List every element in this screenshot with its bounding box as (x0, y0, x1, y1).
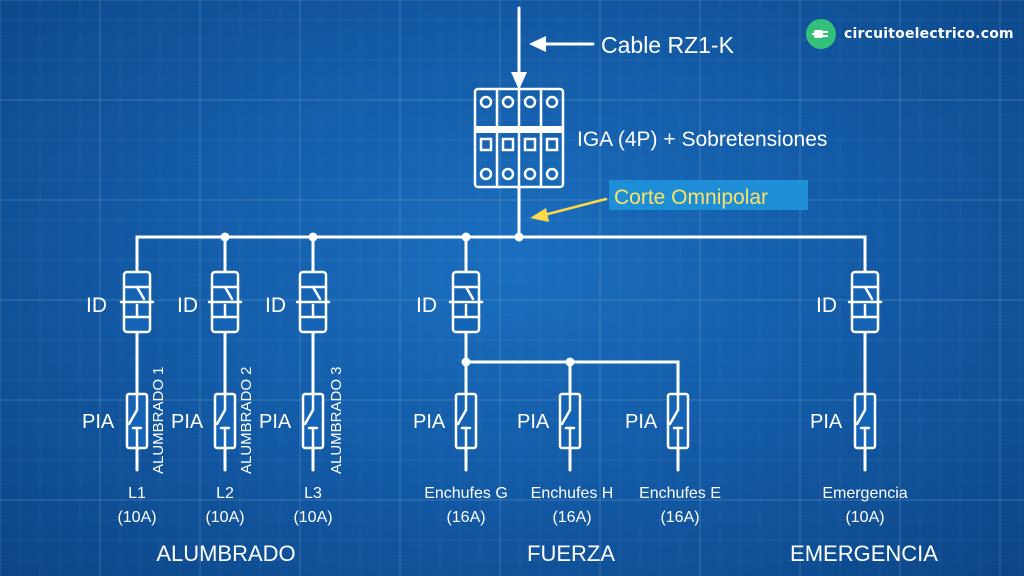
main-breaker-iga (473, 87, 565, 189)
group-label-alumbrado: ALUMBRADO (156, 541, 295, 566)
circuit-breaker-icon (558, 392, 582, 450)
terminal-icon (545, 167, 559, 181)
junction-dot (514, 232, 524, 242)
group-labels: ALUMBRADO FUERZA EMERGENCIA (156, 541, 938, 566)
terminal-icon (545, 95, 559, 109)
differential-switches (119, 270, 883, 334)
circuit-rating: (10A) (205, 509, 244, 526)
cable-label: Cable RZ1-K (601, 32, 735, 58)
circuit-breaker-icon (853, 392, 877, 450)
differential-switch-icon (119, 270, 155, 334)
id-label: ID (86, 294, 107, 317)
terminal-icon (479, 95, 493, 109)
circuit-breaker-icon (213, 392, 237, 450)
circuit-rating: (10A) (845, 509, 884, 526)
terminal-icon (501, 95, 515, 109)
pia-label: PIA (259, 411, 292, 433)
terminal-icon (479, 167, 493, 181)
incoming-cable (511, 6, 527, 90)
left-arrow-icon (529, 36, 546, 52)
circuit-breakers (125, 392, 877, 450)
pia-labels: PIA PIA PIA PIA PIA PIA PIA (82, 411, 843, 433)
circuit-vertical-label: ALUMBRADO 3 (328, 366, 345, 474)
down-arrow-icon (511, 72, 527, 90)
brand-name: circuitoelectrico.com (844, 26, 1014, 42)
pia-label: PIA (810, 411, 843, 433)
circuit-name: L1 (128, 485, 146, 502)
fuerza-sub-bus (461, 330, 680, 396)
pia-label: PIA (517, 411, 550, 433)
terminal-icon (523, 167, 537, 181)
brand-logo[interactable]: circuitoelectrico.com (806, 16, 1014, 52)
circuit-breaker-icon (454, 392, 478, 450)
circuit-rating: (16A) (446, 509, 485, 526)
id-label: ID (816, 294, 837, 317)
junction-dot (565, 357, 575, 367)
differential-switch-icon (847, 270, 883, 334)
id-label: ID (265, 294, 286, 317)
pia-label: PIA (82, 411, 115, 433)
pia-label: PIA (625, 411, 658, 433)
arrow-icon (530, 208, 549, 222)
plug-icon (806, 19, 836, 49)
pia-label: PIA (171, 411, 204, 433)
omnipolar-label: Corte Omnipolar (614, 186, 768, 209)
circuit-rating: (10A) (117, 509, 156, 526)
id-to-pia-lines (135, 330, 867, 396)
group-label-emergencia: EMERGENCIA (790, 541, 938, 566)
differential-switch-icon (448, 270, 484, 334)
circuit-vertical-label: ALUMBRADO 1 (150, 366, 167, 474)
circuit-name: L3 (304, 485, 322, 502)
terminal-icon (523, 95, 537, 109)
outgoing-lines (135, 446, 867, 472)
omnipolar-arrow (530, 197, 608, 222)
main-breaker-label: IGA (4P) + Sobretensiones (577, 128, 827, 151)
vertical-circuit-labels: ALUMBRADO 1 ALUMBRADO 2 ALUMBRADO 3 (150, 366, 345, 474)
circuit-rating: (16A) (660, 509, 699, 526)
terminal-icon (501, 167, 515, 181)
pia-label: PIA (413, 411, 446, 433)
circuit-ratings: (10A) (10A) (10A) (16A) (16A) (16A) (10A… (117, 509, 884, 526)
circuit-name: Enchufes E (639, 485, 721, 502)
id-label: ID (177, 294, 198, 317)
id-labels: ID ID ID ID ID (86, 294, 837, 317)
circuit-name: Emergencia (822, 485, 907, 502)
circuit-vertical-label: ALUMBRADO 2 (238, 366, 255, 474)
circuit-breaker-icon (666, 392, 690, 450)
differential-switch-icon (295, 270, 331, 334)
id-label: ID (416, 294, 437, 317)
circuit-rating: (16A) (552, 509, 591, 526)
circuit-rating: (10A) (293, 509, 332, 526)
circuit-name: L2 (216, 485, 234, 502)
circuit-breaker-icon (125, 392, 149, 450)
circuit-name: Enchufes G (424, 485, 508, 502)
group-label-fuerza: FUERZA (527, 541, 615, 566)
cable-arrow (529, 36, 595, 52)
junction-dot (461, 357, 471, 367)
main-bus (135, 232, 867, 274)
circuit-names: L1 L2 L3 Enchufes G Enchufes H Enchufes … (128, 485, 908, 502)
circuit-breaker-icon (301, 392, 325, 450)
circuit-name: Enchufes H (531, 485, 614, 502)
omnipolar-highlight-box (609, 180, 808, 210)
differential-switch-icon (207, 270, 243, 334)
